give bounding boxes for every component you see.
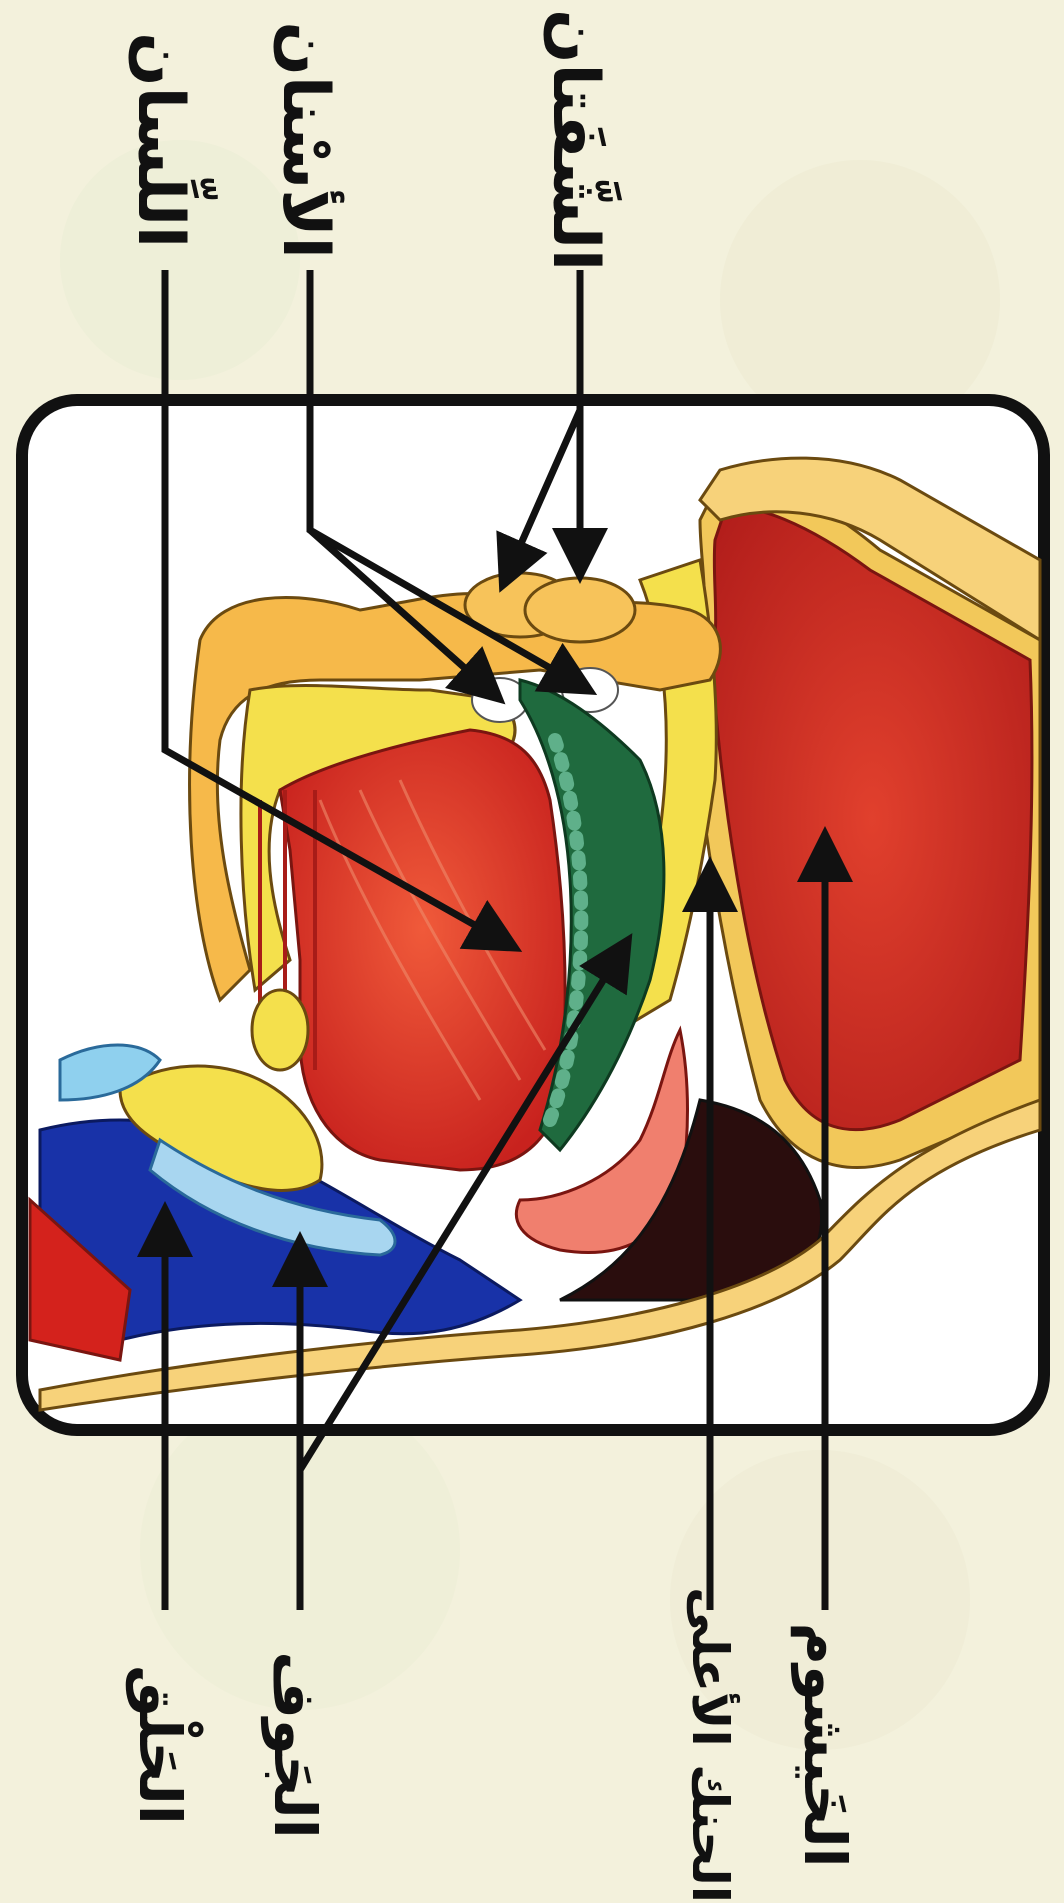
label-jawf: الجَوف: [261, 1651, 329, 1838]
label-halq: الحَلْق: [126, 1665, 194, 1824]
label-lips: الشَّفَتان: [538, 9, 612, 271]
label-tongue: اللِّسان: [123, 32, 197, 248]
label-teeth: الأسْنان: [268, 21, 342, 258]
label-khayshum: الخَيشوم: [791, 1622, 859, 1867]
label-hanak: الحنك الأعلى: [681, 1587, 739, 1903]
